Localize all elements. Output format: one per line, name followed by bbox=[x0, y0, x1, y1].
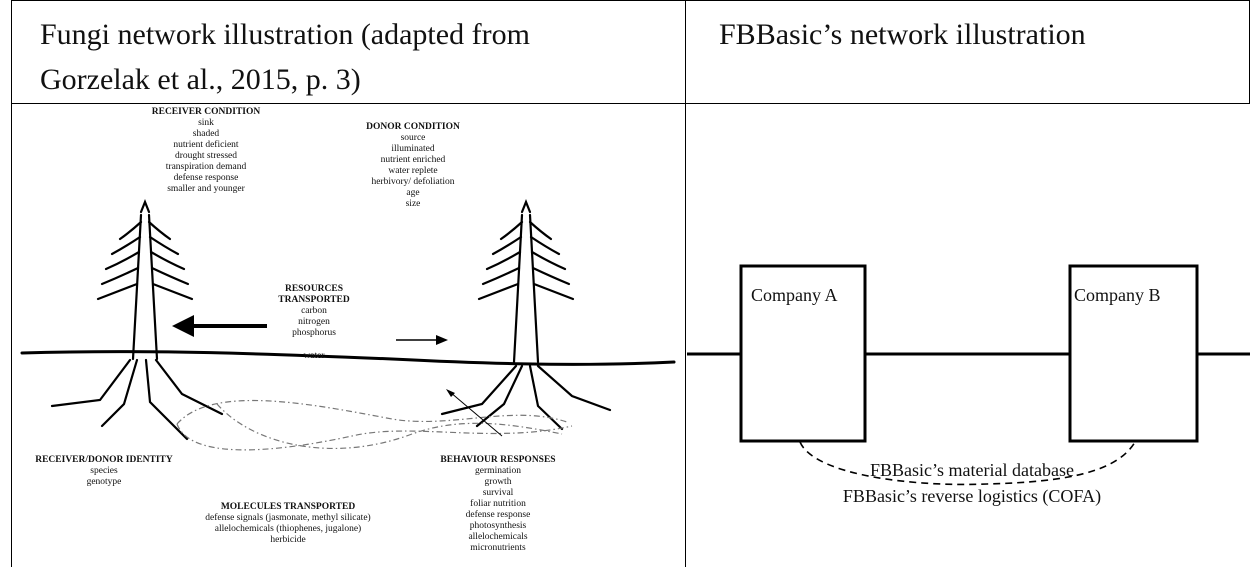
svg-text:sink: sink bbox=[198, 118, 214, 128]
svg-text:age: age bbox=[406, 188, 419, 198]
svg-text:RECEIVER/DONOR IDENTITY: RECEIVER/DONOR IDENTITY bbox=[35, 455, 173, 465]
reverse-logistics-label: FBBasic’s reverse logistics (COFA) bbox=[843, 486, 1101, 507]
svg-text:RESOURCES: RESOURCES bbox=[285, 284, 343, 294]
svg-text:drought stressed: drought stressed bbox=[175, 151, 237, 161]
svg-text:allelochemicals: allelochemicals bbox=[468, 532, 527, 542]
left-header-line-2: Gorzelak et al., 2015, p. 3) bbox=[40, 63, 361, 96]
receiver-tree bbox=[96, 199, 194, 361]
donor-tree bbox=[477, 199, 575, 364]
svg-text:allelochemicals (thiophenes,: allelochemicals (thiophenes, jugalone) bbox=[215, 523, 361, 534]
comparison-table: Fungi network illustration (adapted from… bbox=[11, 0, 1250, 567]
company-a-label: Company A bbox=[751, 285, 838, 305]
svg-text:nutrient enriched: nutrient enriched bbox=[381, 155, 446, 165]
receiver-donor-identity-label: RECEIVER/DONOR IDENTITY species genotype bbox=[35, 455, 173, 487]
ground-line bbox=[20, 350, 676, 366]
svg-text:herbivory/ defoliation: herbivory/ defoliation bbox=[371, 176, 454, 187]
svg-text:TRANSPORTED: TRANSPORTED bbox=[278, 295, 350, 305]
svg-text:size: size bbox=[406, 199, 421, 209]
svg-text:genotype: genotype bbox=[87, 477, 122, 487]
svg-text:survival: survival bbox=[483, 488, 514, 498]
table-top-border bbox=[11, 0, 1250, 1]
svg-text:MOLECULES TRANSPORTED: MOLECULES TRANSPORTED bbox=[221, 502, 356, 512]
svg-text:water: water bbox=[303, 351, 325, 361]
svg-text:defense signals (jasmonate, me: defense signals (jasmonate, methyl silic… bbox=[205, 512, 370, 523]
receiver-roots bbox=[50, 358, 224, 441]
svg-text:water replete: water replete bbox=[388, 166, 437, 176]
svg-text:DONOR CONDITION: DONOR CONDITION bbox=[366, 122, 460, 132]
svg-text:defense response: defense response bbox=[174, 172, 239, 183]
company-a-node bbox=[739, 264, 867, 443]
donor-roots bbox=[440, 364, 612, 431]
svg-text:phosphorus: phosphorus bbox=[292, 328, 336, 338]
header-row-divider bbox=[11, 103, 1250, 104]
fbbasic-network-diagram: Company A Company B FBBasic’s material d… bbox=[687, 264, 1250, 507]
svg-text:germination: germination bbox=[475, 466, 521, 476]
svg-text:shaded: shaded bbox=[193, 129, 220, 139]
svg-text:nitrogen: nitrogen bbox=[298, 317, 330, 327]
svg-text:micronutrients: micronutrients bbox=[470, 543, 526, 553]
dashed-link bbox=[799, 441, 1136, 486]
svg-text:defense response: defense response bbox=[466, 509, 531, 520]
behaviour-responses-label: BEHAVIOUR RESPONSES germination growth s… bbox=[440, 455, 555, 553]
donor-condition-label: DONOR CONDITION source illuminated nutri… bbox=[366, 122, 460, 209]
left-header-line-1: Fungi network illustration (adapted from bbox=[40, 18, 530, 51]
svg-text:smaller and younger: smaller and younger bbox=[167, 184, 245, 194]
svg-text:BEHAVIOUR RESPONSES: BEHAVIOUR RESPONSES bbox=[440, 455, 555, 465]
company-b-label: Company B bbox=[1074, 285, 1161, 305]
svg-text:carbon: carbon bbox=[301, 306, 327, 316]
resources-transported-label: RESOURCES TRANSPORTED carbon nitrogen ph… bbox=[278, 284, 350, 361]
svg-text:photosynthesis: photosynthesis bbox=[470, 521, 527, 531]
svg-text:herbicide: herbicide bbox=[270, 535, 305, 545]
svg-text:foliar nutrition: foliar nutrition bbox=[470, 498, 526, 509]
fungal-hyphae bbox=[176, 399, 573, 451]
fungi-network-diagram: RECEIVER CONDITION sink shaded nutrient … bbox=[20, 107, 676, 553]
left-column-header: Fungi network illustration (adapted from… bbox=[40, 12, 670, 102]
receiver-condition-label: RECEIVER CONDITION sink shaded nutrient … bbox=[152, 107, 261, 194]
svg-text:nutrient deficient: nutrient deficient bbox=[173, 139, 239, 150]
right-column-header: FBBasic’s network illustration bbox=[719, 18, 1086, 51]
svg-text:illuminated: illuminated bbox=[391, 144, 435, 154]
svg-text:source: source bbox=[401, 133, 426, 143]
svg-text:transpiration demand: transpiration demand bbox=[166, 162, 247, 172]
material-database-label: FBBasic’s material database bbox=[870, 460, 1074, 480]
small-right-arrow bbox=[396, 335, 448, 345]
svg-text:species: species bbox=[90, 466, 118, 476]
behaviour-pointer-arrow bbox=[449, 391, 503, 437]
svg-text:growth: growth bbox=[485, 477, 512, 487]
company-b-node bbox=[1068, 264, 1199, 443]
table-left-border bbox=[11, 0, 12, 567]
large-left-arrow bbox=[172, 315, 267, 337]
molecules-transported-label: MOLECULES TRANSPORTED defense signals (j… bbox=[205, 502, 370, 545]
column-divider bbox=[685, 0, 686, 567]
svg-text:RECEIVER CONDITION: RECEIVER CONDITION bbox=[152, 107, 261, 117]
